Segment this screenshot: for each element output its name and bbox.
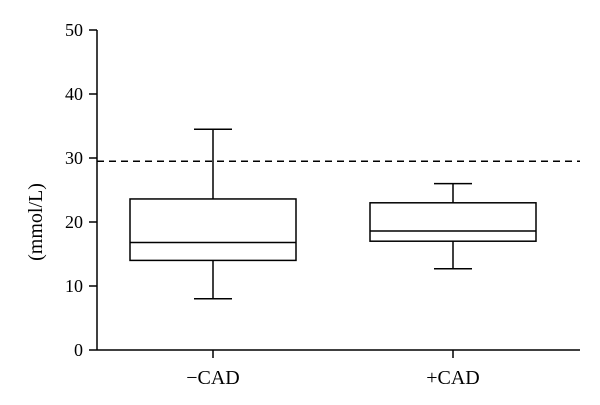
x-tick-label: −CAD: [186, 367, 240, 389]
x-tick-label: +CAD: [426, 367, 480, 389]
y-tick-label: 40: [65, 84, 83, 104]
box-group: [129, 128, 297, 300]
y-tick-label: 30: [65, 148, 83, 168]
y-tick-label: 0: [74, 340, 83, 360]
y-tick-label: 50: [65, 20, 83, 40]
y-axis-label: (mmol/L): [25, 183, 47, 261]
y-tick-label: 20: [65, 212, 83, 232]
y-tick-label: 10: [65, 276, 83, 296]
boxes: [129, 128, 537, 300]
box: [369, 202, 537, 242]
x-axis: −CAD +CAD: [97, 349, 580, 389]
box: [129, 198, 297, 262]
y-axis: 0 10 20 30 40 50: [65, 20, 98, 360]
box-group: [369, 182, 537, 270]
